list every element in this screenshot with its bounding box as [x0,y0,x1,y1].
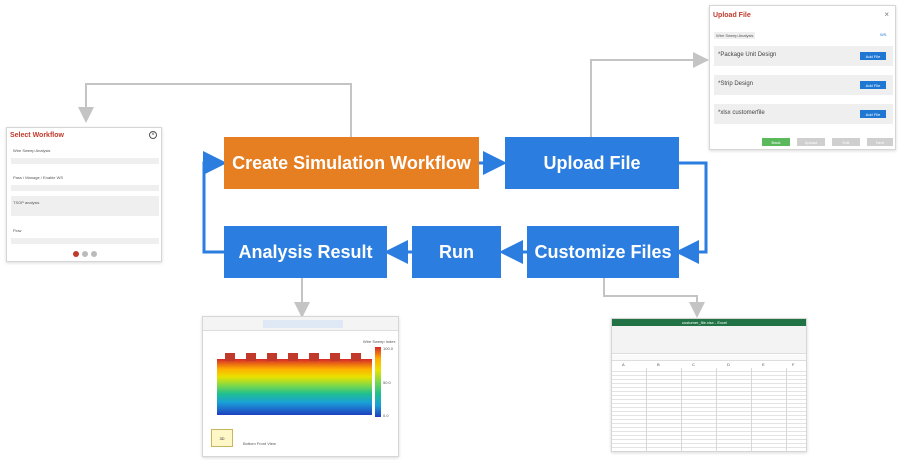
upload-item-label: *Strip Design [718,81,754,87]
close-icon[interactable]: × [149,131,157,139]
legend-title: Wire Sweep Index [363,339,396,344]
view-cube[interactable]: 3D [211,429,233,447]
excel-panel: customer_file.xlsx - Excel A B C D E F [611,318,807,452]
excel-titlebar [612,319,806,326]
pager-dot[interactable] [91,251,97,257]
select-workflow-title: Select Workflow [10,132,64,139]
workflow-row-label[interactable]: Pass / Manage / Enable WS [13,175,64,180]
simulation-result-panel: Wire Sweep Index 100.0 50.0 0.0 3D Botto… [202,316,399,457]
excel-ribbon[interactable] [612,326,806,354]
upload-subtitle: Wire Sweep Analysis [714,32,756,39]
connector-upload-to-panel [590,52,709,137]
upload-badge: WS [880,32,887,37]
excel-col-header[interactable]: C [692,362,695,367]
upload-item-row [714,75,893,95]
arrow-analysis-to-create [202,151,227,254]
workflow-row-label[interactable]: TSOP analysis [13,200,40,205]
add-file-button[interactable]: Add File [860,110,886,118]
bond-post [351,353,361,361]
add-file-button[interactable]: Add File [860,52,886,60]
excel-col-header[interactable]: D [727,362,730,367]
upload-file-box[interactable]: Upload File [505,137,679,189]
analysis-result-box[interactable]: Analysis Result [224,226,387,278]
select-workflow-panel: Select Workflow × Wire Sweep Analysis Pa… [6,127,162,262]
bond-post [246,353,256,361]
arrow-upload-to-customize [675,161,708,264]
pager-dot[interactable] [82,251,88,257]
workflow-row [11,238,159,244]
excel-title: customer_file.xlsx - Excel [682,320,728,325]
run-box[interactable]: Run [412,226,501,278]
legend-value: 0.0 [383,413,389,418]
upload-panel-title: Upload File [713,12,751,19]
connector-create-to-select [78,83,352,137]
bond-post [330,353,340,361]
create-workflow-box[interactable]: Create Simulation Workflow [224,137,479,189]
upload-button[interactable]: Upload [797,138,825,146]
bond-post [309,353,319,361]
add-file-button[interactable]: Add File [860,81,886,89]
workflow-row [11,196,159,216]
sim-toolbar-icons[interactable] [263,320,343,328]
connector-customize-to-excel [603,278,705,318]
close-icon[interactable]: × [884,10,889,19]
customize-files-box[interactable]: Customize Files [527,226,679,278]
excel-grid-columns [612,368,806,451]
pager-dot-active[interactable] [73,251,79,257]
excel-col-header[interactable]: B [657,362,660,367]
excel-col-header[interactable]: E [762,362,765,367]
legend-value: 100.0 [383,346,394,351]
excel-col-header[interactable]: F [792,362,795,367]
upload-file-panel: Upload File × Wire Sweep Analysis WS *Pa… [709,5,896,150]
next-button[interactable]: Next [867,138,893,146]
bond-post [225,353,235,361]
bond-post [267,353,277,361]
upload-item-label: *xlsx customerfile [718,110,765,116]
sim-heatmap [217,359,372,415]
legend-colorbar [375,347,381,417]
view-label: Bottom Front View [243,441,276,446]
workflow-row-label[interactable]: Flow [13,228,22,233]
excel-formula-bar[interactable] [612,355,806,361]
upload-item-row [714,46,893,66]
workflow-row [11,185,159,191]
upload-item-label: *Package Unit Design [718,52,777,58]
workflow-row-label[interactable]: Wire Sweep Analysis [13,148,51,153]
legend-value: 50.0 [383,380,391,385]
bond-post [288,353,298,361]
edit-button[interactable]: Edit [832,138,860,146]
back-button[interactable]: Back [762,138,790,146]
workflow-row [11,158,159,164]
excel-col-header[interactable]: A [622,362,625,367]
upload-item-row [714,104,893,124]
